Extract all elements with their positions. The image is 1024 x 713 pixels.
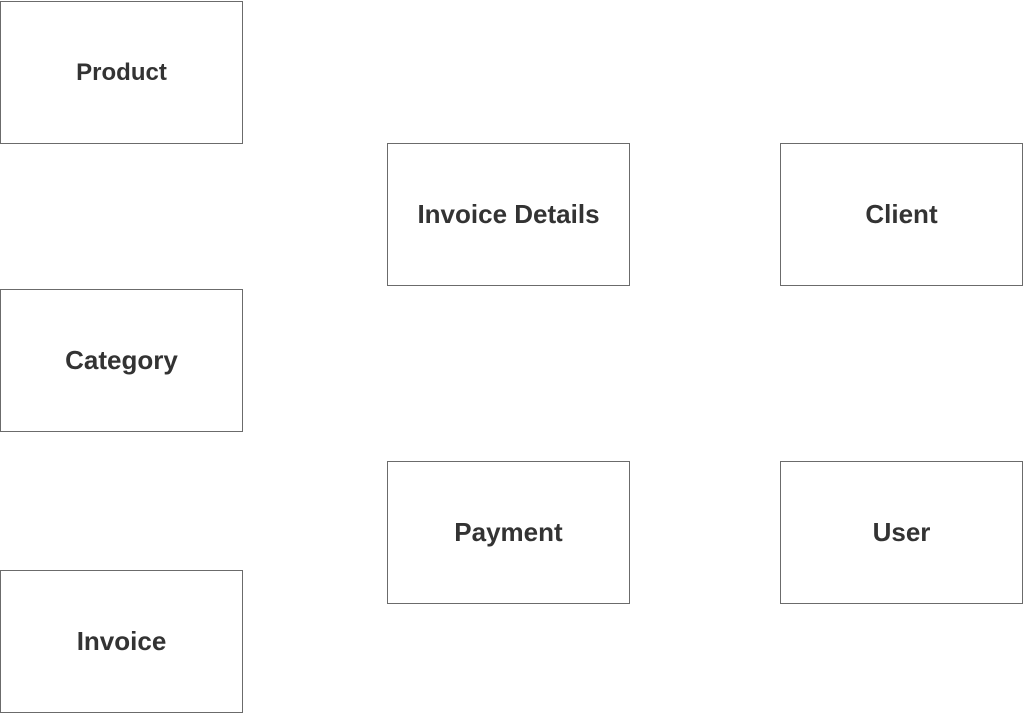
entity-label-invoice-details: Invoice Details bbox=[417, 199, 600, 229]
entity-user[interactable]: User bbox=[780, 461, 1023, 604]
entity-label-payment: Payment bbox=[454, 517, 563, 547]
entity-label-category: Category bbox=[65, 345, 178, 375]
entity-label-invoice: Invoice bbox=[76, 626, 167, 656]
entity-invoice[interactable]: Invoice bbox=[0, 570, 243, 713]
entity-payment[interactable]: Payment bbox=[387, 461, 630, 604]
entity-product[interactable]: Product bbox=[0, 1, 243, 144]
entity-category[interactable]: Category bbox=[0, 289, 243, 432]
entity-label-user: User bbox=[872, 517, 931, 547]
entity-label-client: Client bbox=[865, 199, 938, 229]
entity-invoice-details[interactable]: Invoice Details bbox=[387, 143, 630, 286]
entity-label-product: Product bbox=[76, 58, 167, 86]
entity-client[interactable]: Client bbox=[780, 143, 1023, 286]
